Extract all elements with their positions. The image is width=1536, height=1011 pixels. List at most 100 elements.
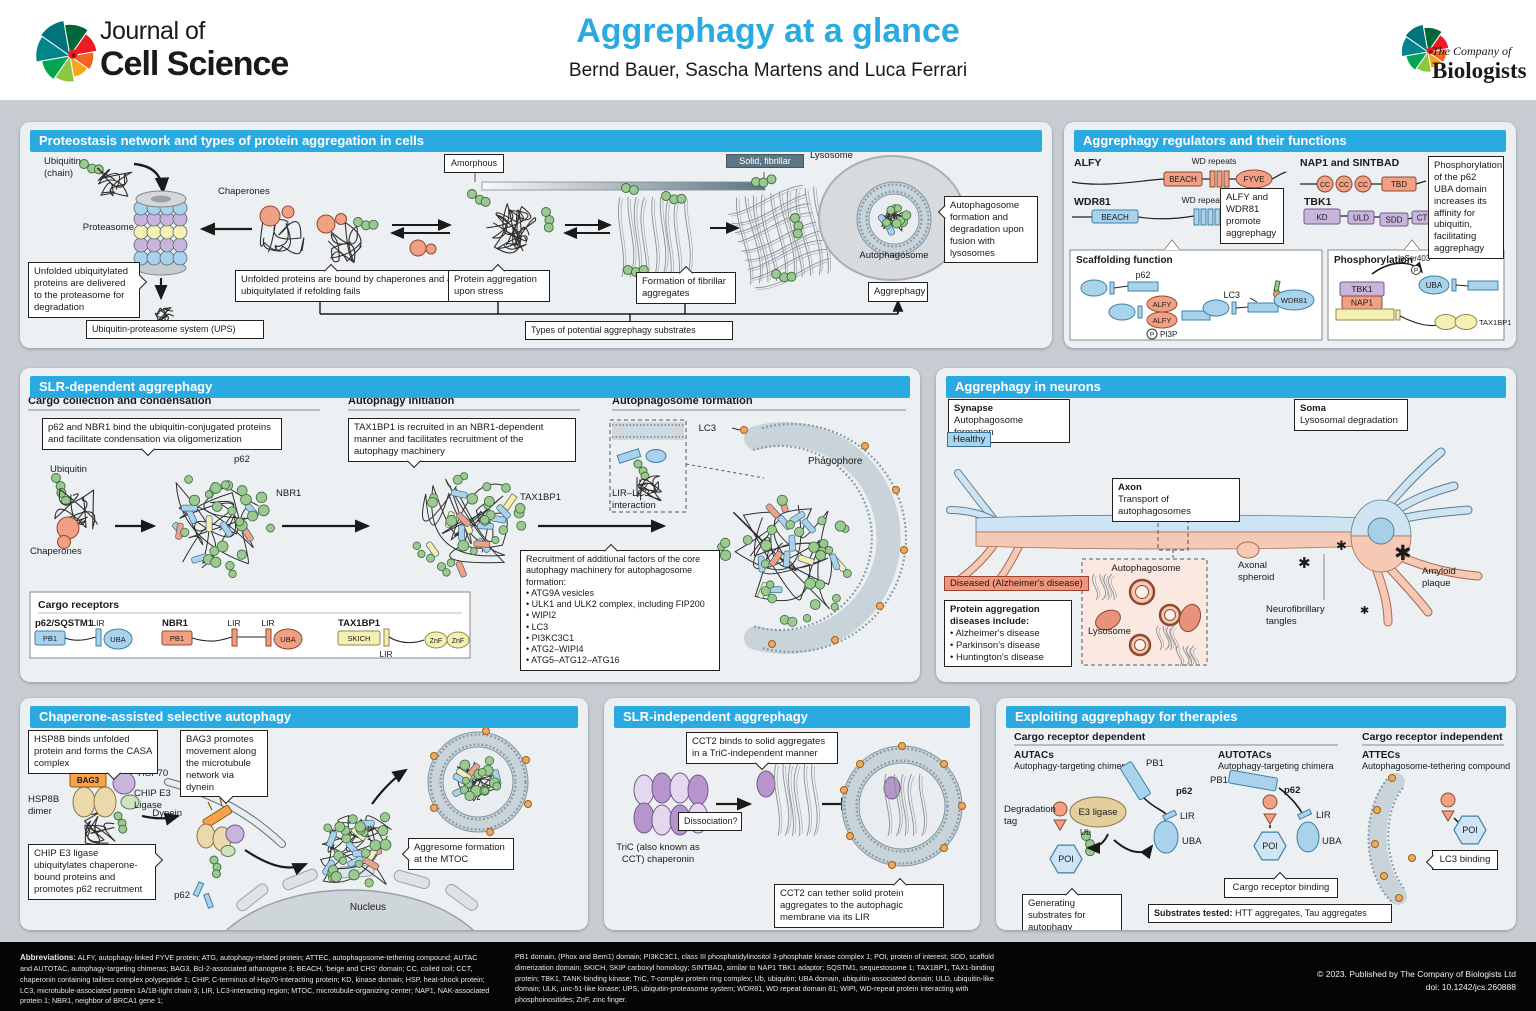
znf-domain-label: ZnF: [430, 638, 442, 645]
ubiquitin-chain-icon: [661, 191, 687, 205]
scaffold-title: Scaffolding function: [1076, 255, 1173, 266]
pser403-label: pSer403: [1400, 254, 1431, 263]
jcs-logo-icon: [35, 19, 98, 83]
p62-label: p62: [234, 454, 250, 465]
autacs-label: AUTACs: [1014, 750, 1054, 761]
amyloid-plaque-icon: ✱: [1394, 542, 1412, 565]
aggresome-callout: Aggresome formation at the MTOC: [401, 838, 514, 870]
phagophore-label: Phagophore: [808, 456, 863, 467]
autotacs-sub-label: Autophagy-targeting chimera: [1218, 761, 1334, 771]
diseased-tag: Diseased (Alzheimer's disease): [944, 576, 1089, 591]
neurons-diagram: ✱ ✱ ✱ ✱ Autophagosome Lysosome: [946, 447, 1483, 667]
substrate-protein-icon: [54, 488, 98, 534]
wdr81-label: WDR81: [1074, 196, 1111, 208]
aggresome-icon: [319, 812, 392, 888]
aggregate-cargo-icon: [452, 756, 502, 802]
lysosome-label: Lysosome: [810, 150, 853, 161]
tangle-icon: ✱: [1360, 605, 1369, 617]
panel-casa-title: Chaperone-assisted selective autophagy: [30, 706, 578, 728]
nap1-shape-label: NAP1: [1351, 298, 1373, 308]
receptor-p62-name: p62/SQSTM1: [35, 618, 94, 629]
pb1-domain-label: PB1: [43, 634, 57, 643]
degradation-tag-label: Degradation tag: [1004, 804, 1056, 827]
cc-domain-label: CC: [1339, 182, 1349, 189]
panel-therapies: Cargo receptor dependent Cargo receptor …: [996, 698, 1516, 930]
casa-diagram: BAG3 HSP70 Microtubule Dynein p62 Nucleu…: [69, 727, 532, 930]
wd-repeats-label: WD repeats: [1182, 195, 1227, 205]
panel-proteostasis-title: Proteostasis network and types of protei…: [30, 130, 1042, 152]
chip-callout: CHIP E3 ligase ubiquitylates chaperone-b…: [28, 844, 163, 900]
autophagosome-label: Autophagosome: [1111, 563, 1180, 574]
lc3-binding-callout: LC3 binding: [1425, 850, 1498, 870]
ubiquitin-chain-icon: [113, 811, 128, 834]
fibrillar-aggregate-icon: [618, 196, 693, 278]
lir-label: LIR: [379, 649, 392, 659]
uba-label: UBA: [280, 635, 295, 644]
solid-aggregate-icon: [884, 773, 928, 837]
proteasome-icon: [133, 190, 188, 276]
autac-diagram: [1049, 761, 1179, 874]
attecs-label: ATTECs: [1362, 750, 1401, 761]
healthy-tag: Healthy: [947, 432, 992, 447]
poi-label: POI: [1262, 841, 1278, 851]
fibril-icon: [1156, 625, 1179, 651]
solid-aggregate-icon: [774, 763, 820, 837]
autophagosome-icon: [427, 731, 529, 833]
tbk1-label: TBK1: [1304, 196, 1332, 208]
e3-ligase-label: E3 ligase: [1078, 807, 1117, 818]
chaperones-label: Chaperones: [218, 186, 270, 197]
cargo-condensate-icon: [717, 494, 852, 627]
fyve-domain-label: FYVE: [1244, 175, 1265, 184]
alfy-shape-label: ALFY: [1153, 316, 1172, 325]
nap1-sintbad-label: NAP1 and SINTBAD: [1300, 157, 1400, 169]
ups-box: Ubiquitin-proteasome system (UPS): [86, 320, 264, 340]
chaperone-callout: Unfolded proteins are bound by chaperone…: [235, 263, 471, 302]
ubiquitin-chain-icon: [467, 189, 491, 207]
p62-label: p62: [174, 890, 190, 901]
lc3-label: LC3: [1223, 290, 1240, 300]
hsp8b-callout: HSP8B binds unfolded protein and forms t…: [28, 730, 158, 781]
tax1bp1-callout: TAX1BP1 is recruited in an NBR1-dependen…: [348, 418, 576, 469]
nucleus-icon: [225, 889, 475, 930]
cct2-tether-callout: CCT2 can tether solid protein aggregates…: [774, 877, 944, 928]
uba-shape-label: UBA: [1426, 281, 1443, 290]
ub-label: Ub: [1080, 827, 1091, 837]
tangle-icon: ✱: [1298, 555, 1311, 572]
lir-label: LIR: [227, 618, 240, 628]
p62-label: p62: [1135, 270, 1150, 280]
lir-label: LIR: [91, 618, 104, 628]
lir-label: LIR: [1316, 810, 1331, 821]
autotac-diagram: [1227, 769, 1320, 861]
solid-fibrillar-tag: Solid, fibrillar: [726, 154, 804, 168]
dynein-label: Dynein: [152, 808, 182, 819]
alfy-shape-label: ALFY: [1153, 300, 1172, 309]
tbk1-shape-label: TBK1: [1351, 284, 1373, 294]
chaperones-label: Chaperones: [30, 546, 82, 557]
ubiquitin-chain-icon: [541, 207, 555, 233]
uba-label: UBA: [1322, 836, 1342, 847]
slr-independent-diagram: [633, 742, 966, 869]
beach-domain-label: BEACH: [1169, 175, 1197, 184]
panel-regulators-title: Aggrephagy regulators and their function…: [1074, 130, 1506, 152]
poi-label: POI: [1058, 854, 1074, 864]
pb1-label: PB1: [1146, 758, 1164, 769]
casa-complex-icon: [69, 771, 140, 818]
receptor-nbr1-name: NBR1: [162, 618, 189, 629]
unfolded-protein-icon: [83, 812, 116, 845]
cob-logo-icon: [1400, 23, 1450, 73]
uba-label: UBA: [110, 635, 125, 644]
panel-regulators: ALFY WD repeats BEACH FYVE WDR81 WD repe…: [1064, 122, 1516, 348]
dissociation-box: Dissociation?: [678, 812, 742, 832]
panel-slr-dependent-title: SLR-dependent aggrephagy: [30, 376, 910, 398]
autophagosome-icon: [1128, 578, 1182, 657]
panel-casa: BAG3 HSP70 Microtubule Dynein p62 Nucleu…: [20, 698, 588, 930]
phospho-p-label: P: [1414, 268, 1418, 275]
indep-header: Cargo receptor independent: [1362, 731, 1503, 743]
autacs-sub-label: Autophagy-targeting chimera: [1014, 761, 1130, 771]
regulators-diagram: ALFY WD repeats BEACH FYVE WDR81 WD repe…: [1069, 156, 1511, 341]
ubiquitin-chain-icon: [633, 459, 650, 481]
unfolded-protein-icon: [97, 167, 133, 197]
ctd-domain-label: CTD: [1417, 214, 1434, 223]
panel-therapies-title: Exploiting aggrephagy for therapies: [1006, 706, 1506, 728]
lir-label: LIR: [1180, 811, 1195, 822]
